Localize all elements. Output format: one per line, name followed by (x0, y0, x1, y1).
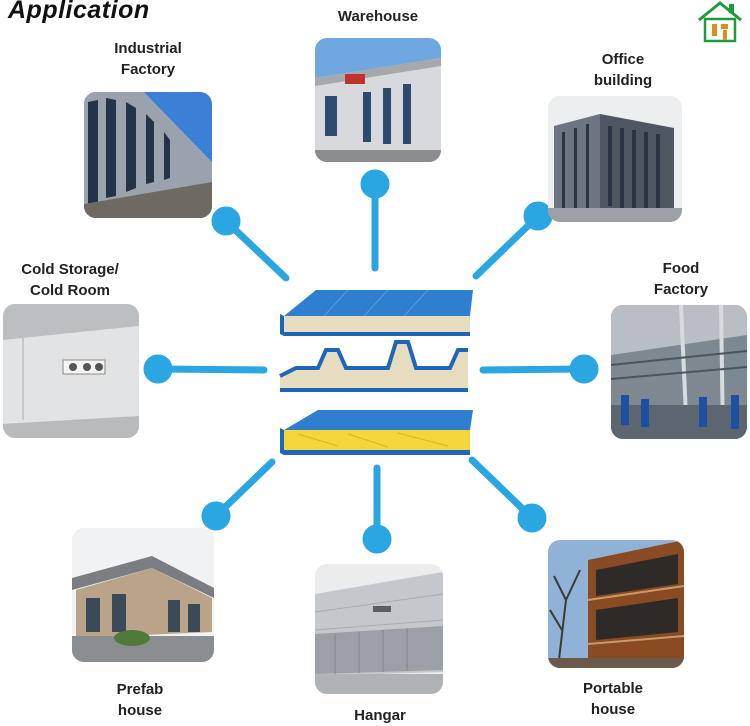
label-warehouse: Warehouse (337, 8, 419, 25)
label-prefab-house: Prefab house (116, 681, 164, 719)
house-logo-icon (696, 0, 744, 44)
label-cold-storage: Cold Storage/ Cold Room (21, 261, 119, 299)
label-hangar: Hangar (354, 707, 406, 724)
label-food-factory: Food Factory (653, 260, 709, 298)
page-title: Application (8, 0, 150, 24)
flat-rib-sandwich-panel (280, 289, 473, 336)
photo-cold-storage (3, 304, 139, 438)
photo-prefab-house (72, 528, 214, 662)
label-industrial-factory: Industrial Factory (114, 40, 182, 78)
center-panels (278, 284, 473, 460)
photo-portable-house (548, 540, 684, 668)
photo-food-factory (611, 305, 747, 439)
photo-office-building (548, 96, 682, 222)
label-portable-house: Portable house (582, 680, 643, 718)
photo-warehouse (315, 38, 441, 162)
glasswool-core-sandwich-panel (280, 410, 473, 455)
trapezoid-roof-sandwich-panel (279, 340, 468, 392)
photo-hangar (315, 564, 443, 694)
label-office-building: Office building (593, 51, 653, 89)
photo-industrial-factory (84, 92, 212, 218)
